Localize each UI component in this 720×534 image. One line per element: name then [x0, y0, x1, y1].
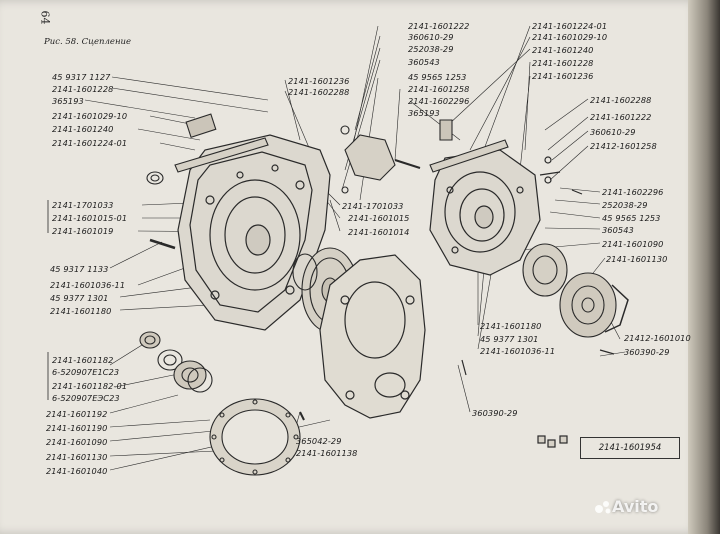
- avito-logo-icon: [595, 501, 611, 514]
- bearings: [139, 331, 213, 393]
- label-6-520907E3C23: 6-520907EЭС23: [52, 393, 120, 403]
- label-2141-1601222: 2141-1601222: [408, 21, 470, 31]
- label-2141-1601258: 2141-1601258: [408, 84, 470, 94]
- label-21412-1601258: 21412-1601258: [590, 141, 657, 151]
- bell-housing-plate: [319, 254, 426, 419]
- book-edge: [688, 0, 720, 534]
- label-2141-1601029-10: 2141-1601029-10: [52, 111, 128, 121]
- label-2141-1601090-right: 2141-1601090: [602, 239, 664, 249]
- label-2141-1601036-11: 2141-1601036-11: [50, 280, 126, 290]
- label-2141-1601015-01: 2141-1601015-01: [52, 213, 128, 223]
- label-21412-1601015: 2141-1601015: [348, 213, 410, 223]
- boxed-part-label: 2141-1601954: [580, 437, 680, 459]
- right-pressure-plate: [522, 243, 629, 338]
- label-2141-1601228: 2141-1601228: [52, 84, 114, 94]
- label-360543-right: 360543: [602, 225, 634, 235]
- label-365042-29: 365042-29: [296, 436, 342, 446]
- label-2141-1701033-center: 2141-1701033: [342, 201, 404, 211]
- label-2141-1602288: 2141-1602288: [288, 87, 350, 97]
- label-2141-1601236-right: 2141-1601236: [532, 71, 594, 81]
- label-459377-1301: 45 9377 1301: [50, 293, 109, 303]
- right-small-parts: [461, 156, 615, 448]
- label-2141-1602288-right: 2141-1602288: [590, 95, 652, 105]
- label-2141-1601240-right: 2141-1601240: [532, 45, 594, 55]
- label-2141-1601224-01-right: 2141-1601224-01: [532, 21, 608, 31]
- label-360610-29: 360610-29: [408, 32, 454, 42]
- label-459317-1133: 45 9317 1133: [50, 264, 109, 274]
- label-2141-1601240: 2141-1601240: [52, 124, 114, 134]
- label-360610-29-right: 360610-29: [590, 127, 636, 137]
- label-2141-1601224-01: 2141-1601224-01: [52, 138, 128, 148]
- label-360543: 360543: [408, 57, 440, 67]
- label-2141-1601180-center: 2141-1601180: [480, 321, 542, 331]
- label-459317-1127: 45 9317 1127: [52, 72, 111, 82]
- label-2141-1601040: 2141-1601040: [46, 466, 108, 476]
- label-252038-29-right: 252038-29: [602, 200, 648, 210]
- label-2141-1601228-right: 2141-1601228: [532, 58, 594, 68]
- label-2141-1602296-right: 2141-1602296: [602, 187, 664, 197]
- label-2141-1601182-01: 2141-1601182-01: [52, 381, 128, 391]
- label-2141-1601180: 2141-1601180: [50, 306, 112, 316]
- left-fork-shaft: [146, 113, 269, 250]
- label-2141-1601090: 2141-1601090: [46, 437, 108, 447]
- label-2141-1601182: 2141-1601182: [52, 355, 114, 365]
- label-365193: 365193: [52, 96, 84, 106]
- label-360390-29-center: 360390-29: [472, 408, 518, 418]
- bolt-365042: [299, 411, 305, 421]
- label-2141-1601222-right: 2141-1601222: [590, 112, 652, 122]
- label-360390-29-right: 360390-29: [624, 347, 670, 357]
- label-459565-1253-right: 45 9565 1253: [602, 213, 661, 223]
- label-2141-1601236: 2141-1601236: [288, 76, 350, 86]
- avito-watermark: Avito: [612, 497, 659, 516]
- label-2141-1601029-10-right: 2141-1601029-10: [532, 32, 608, 42]
- center-leader-lines: [261, 25, 626, 453]
- label-2141-1601192: 2141-1601192: [46, 409, 108, 419]
- label-365193-center: 365193: [408, 108, 440, 118]
- label-2141-1602296: 2141-1602296: [408, 96, 470, 106]
- label-2141-1601138: 2141-1601138: [296, 448, 358, 458]
- label-2141-1601036-11-center: 2141-1601036-11: [480, 346, 556, 356]
- figure-caption: Рис. 58. Сцепление: [44, 37, 132, 47]
- label-252038-29: 252038-29: [408, 44, 454, 54]
- left-clutch-housing: [177, 134, 331, 331]
- label-2141-1601019: 2141-1601019: [52, 226, 114, 236]
- label-2141-1601190: 2141-1601190: [46, 423, 108, 433]
- label-2141-1601130: 2141-1601130: [46, 452, 108, 462]
- right-fork: [340, 119, 509, 194]
- label-459565-1253: 45 9565 1253: [408, 72, 467, 82]
- label-21412-1601014: 2141-1601014: [348, 227, 410, 237]
- label-459377-1301-center: 45 9377 1301: [480, 334, 539, 344]
- label-2141-1701033: 2141-1701033: [52, 200, 114, 210]
- label-2141-1601130-right: 2141-1601130: [606, 254, 668, 264]
- right-clutch-housing: [429, 149, 541, 276]
- label-6-520907E1C23: 6-520907E1C23: [52, 367, 120, 377]
- gasket-ring: [209, 398, 301, 476]
- label-21412-1601010: 21412-1601010: [624, 333, 691, 343]
